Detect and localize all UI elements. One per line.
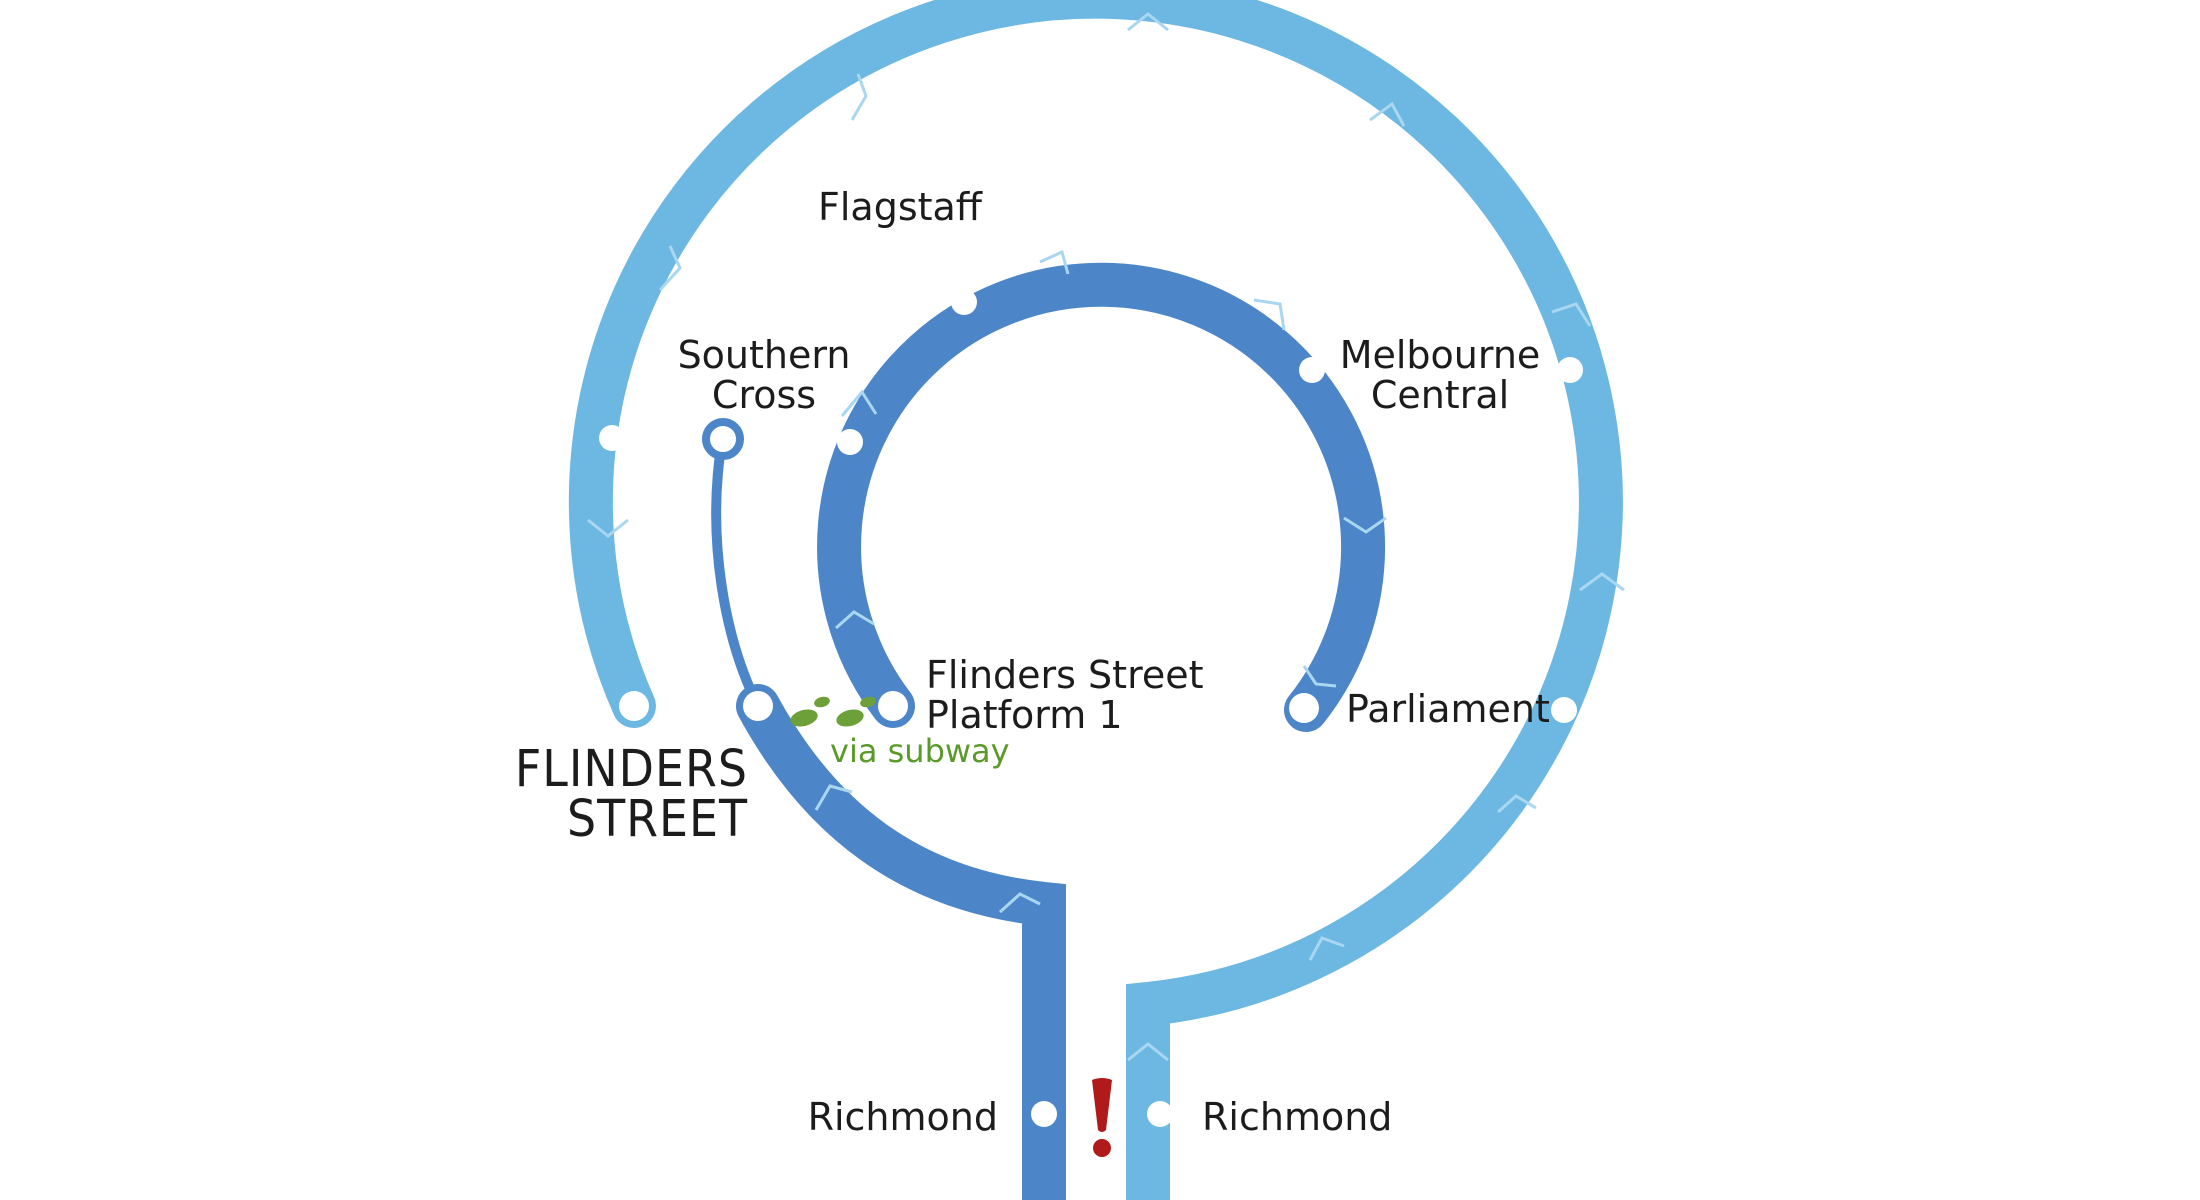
inner-stations [743,289,1325,1127]
direction-arrows [587,12,1625,1062]
southern-cross-terminal[interactable] [702,418,744,460]
station-dot[interactable] [599,425,625,451]
label-via-subway: via subway [830,732,1010,770]
station-dot[interactable] [1551,697,1577,723]
station-dot[interactable] [1031,1101,1057,1127]
station-dot[interactable] [878,691,908,721]
station-dot[interactable] [743,691,773,721]
southern-cross-spur [711,435,763,711]
label-flinders-street-line2: STREET [567,790,748,849]
label-melbourne-central-line2: Central [1371,373,1509,417]
outer-stations [599,105,1583,1127]
label-melbourne-central-line1: Melbourne [1340,333,1541,377]
outer-loop-line [568,0,1623,1200]
station-dot[interactable] [837,429,863,455]
footsteps-icon [790,696,876,727]
label-flinders-platform-line2: Platform 1 [926,693,1123,737]
label-richmond-right: Richmond [1202,1095,1392,1139]
exclamation-icon [1092,1078,1112,1157]
label-richmond-left: Richmond [808,1095,998,1139]
inner-trunk-line [736,684,1066,1200]
station-dot[interactable] [1557,357,1583,383]
station-dot[interactable] [1299,357,1325,383]
station-dot[interactable] [951,289,977,315]
label-flagstaff: Flagstaff [818,185,983,229]
label-flinders-platform-line1: Flinders Street [926,653,1204,697]
station-dot[interactable] [1147,1101,1173,1127]
label-southern-cross-line1: Southern [678,333,851,377]
station-dot[interactable] [619,691,649,721]
label-parliament: Parliament [1346,687,1550,731]
station-dot[interactable] [813,105,839,131]
inner-loop-line [817,262,1386,732]
label-southern-cross-line2: Cross [712,373,816,417]
label-flinders-street-line1: FLINDERS [515,740,748,799]
station-dot[interactable] [1289,693,1319,723]
